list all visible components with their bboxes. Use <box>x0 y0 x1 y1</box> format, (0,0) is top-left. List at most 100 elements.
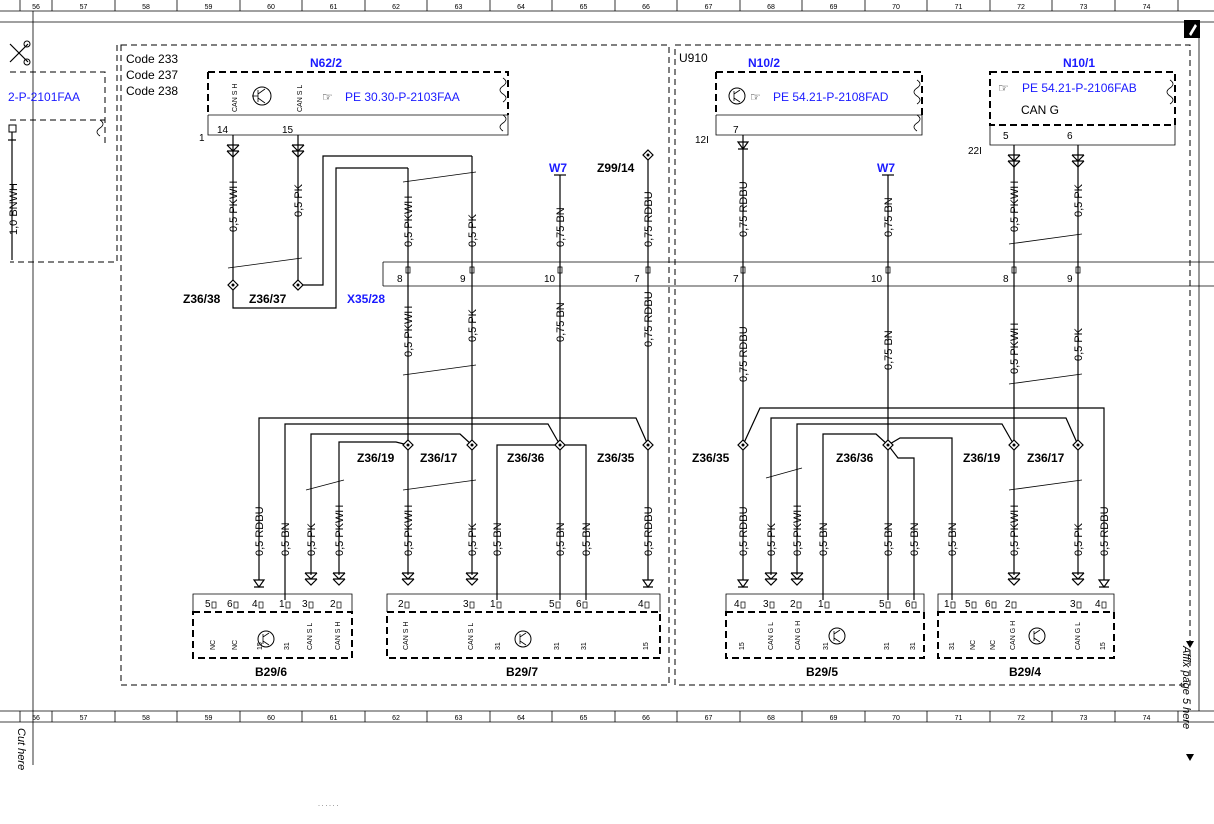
grid-number: 71 <box>955 715 963 722</box>
pin-label: NC <box>970 640 977 650</box>
splice-dot <box>1076 443 1080 447</box>
splice-dot <box>1012 443 1016 447</box>
connector-single <box>252 579 266 589</box>
wire-label: 0,5 PK <box>1073 183 1085 217</box>
grid-number: 68 <box>767 715 775 722</box>
grid-number: 73 <box>1080 4 1088 11</box>
pin-label: 31 <box>284 642 291 650</box>
wire-label: 0,5 RDBU <box>738 506 750 556</box>
wire-label: 0,75 BN <box>555 302 567 342</box>
pin-label: CAN S H <box>335 622 342 650</box>
grid-number: 60 <box>267 4 275 11</box>
pin-number: 6 <box>576 599 582 610</box>
pin-tick <box>211 601 217 609</box>
pin-tick <box>308 601 314 609</box>
pointing-hand-icon: ☞ <box>322 90 333 104</box>
wire-label: 0,5 PKWH <box>228 181 240 232</box>
component-ref: PE 54.21-P-2106FAB <box>1022 81 1137 95</box>
pin-number: 3 <box>763 599 769 610</box>
wire-label-bnwh: 1,0 BNWH <box>8 183 20 235</box>
wire-label: 0,75 RDBU <box>643 191 655 247</box>
pin-label: CAN S H <box>403 622 410 650</box>
pin-label: 15 <box>1100 642 1107 650</box>
wire-label: 0,5 PKWH <box>1009 181 1021 232</box>
pin-number: 4 <box>638 599 644 610</box>
grid-number: 67 <box>705 715 713 722</box>
wire-label: 0,75 RDBU <box>738 326 750 382</box>
connector-single <box>736 579 750 589</box>
transistor-icon <box>1028 627 1046 645</box>
grid-number: 69 <box>830 715 838 722</box>
pin-number: 8 <box>1003 274 1009 285</box>
pin-label: 31 <box>823 642 830 650</box>
splice-dot <box>646 153 650 157</box>
wire-label: 0,5 PKWH <box>334 505 346 556</box>
pin-tick <box>557 266 563 274</box>
pin-number: 5 <box>879 599 885 610</box>
grid-number: 58 <box>142 4 150 11</box>
affix-page-label: Affix page 5 here <box>1180 645 1192 729</box>
sensor-id: B29/5 <box>806 665 838 679</box>
wire-label: 0,5 RDBU <box>643 506 655 556</box>
connector-label: 1 <box>199 133 205 144</box>
wire-label: 0,5 BN <box>555 522 567 556</box>
wires <box>227 135 1105 600</box>
pin-label: 15 <box>739 642 746 650</box>
component-n10-2: N10/2 PE 54.21-P-2108FAD ☞ 7 12I <box>695 56 923 146</box>
wire-label: 0,5 PK <box>467 522 479 556</box>
splice-dot <box>646 443 650 447</box>
pin-tick <box>991 601 997 609</box>
pin-tick <box>645 266 651 274</box>
pin-label: NC <box>990 640 997 650</box>
grid-number: 72 <box>1017 4 1025 11</box>
splice-marks <box>226 141 1111 589</box>
pin-label: CAN S L <box>468 623 475 650</box>
pin-label: CAN G H <box>795 621 802 650</box>
arrow-down-icon <box>1186 754 1194 761</box>
transistor-icon <box>728 87 746 105</box>
connector-pair <box>1071 572 1085 586</box>
pin-label: CAN G L <box>768 622 775 650</box>
pin-number: 9 <box>1067 274 1073 285</box>
sensor-b29-6: B29/6 <box>192 593 353 679</box>
wire-label: 0,5 BN <box>947 522 959 556</box>
grid-number: 70 <box>892 715 900 722</box>
wire-label: 0,5 PK <box>766 522 778 556</box>
pin-tick <box>336 601 342 609</box>
wire-label: 0,5 PK <box>306 522 318 556</box>
grid-number: 59 <box>205 4 213 11</box>
grid-number: 65 <box>580 4 588 11</box>
connector-label: 12I <box>695 135 709 146</box>
pin-tick <box>404 601 410 609</box>
pin-number: 1 <box>944 599 950 610</box>
transistor-icon <box>828 627 846 645</box>
wire-label: 0,5 PKWH <box>403 505 415 556</box>
component-ref: PE 30.30-P-2103FAA <box>345 90 460 104</box>
wire-label: 0,75 BN <box>555 207 567 247</box>
pin-tick <box>1011 266 1017 274</box>
connector-pair <box>465 572 479 586</box>
pin-label: CAN S L <box>297 85 304 112</box>
pin-label: 15 <box>643 642 650 650</box>
pin-tick <box>285 601 291 609</box>
splice-label: Z36/37 <box>249 292 287 306</box>
connector-pair <box>764 572 778 586</box>
transistor-icon <box>514 630 532 648</box>
wire-label: 0,5 BN <box>883 522 895 556</box>
grid-number: 67 <box>705 4 713 11</box>
pin-tick <box>582 601 588 609</box>
grid-number: 60 <box>267 715 275 722</box>
pin-number: 6 <box>985 599 991 610</box>
pin-tick <box>258 601 264 609</box>
connector-pair <box>304 572 318 586</box>
cut-here-label: Cut here <box>15 728 27 770</box>
grid-number: 65 <box>580 715 588 722</box>
pin-tick <box>885 601 891 609</box>
sensor-id: B29/6 <box>255 665 287 679</box>
ground-label: W7 <box>549 161 567 175</box>
pin-number: 5 <box>549 599 555 610</box>
wire-label: 0,5 PK <box>467 213 479 247</box>
wire-label: 0,5 PK <box>467 308 479 342</box>
grid-number: 61 <box>330 4 338 11</box>
